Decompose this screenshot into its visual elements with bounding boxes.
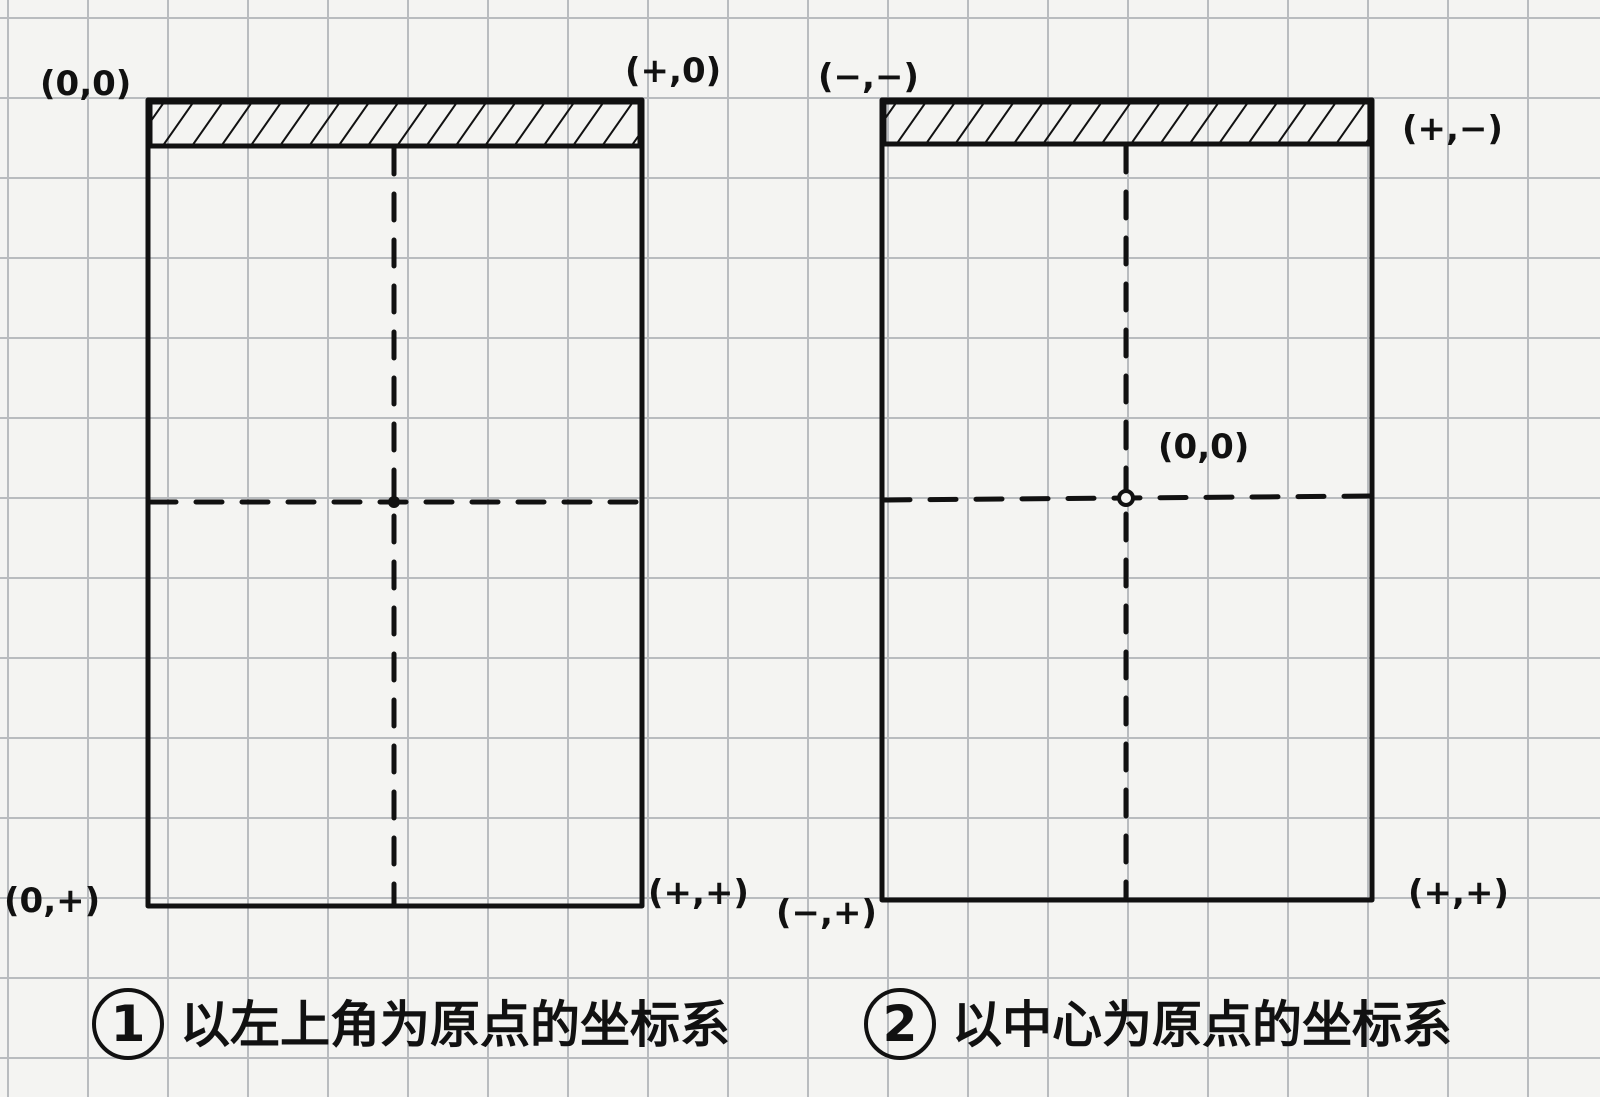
caption-1: 1 以左上角为原点的坐标系 <box>92 988 730 1060</box>
diagram-center-origin: (−,−) (+,−) (0,0) (−,+) (+,+) 2 以中心为原点的坐… <box>776 57 1509 1060</box>
label-origin-center: (0,0) <box>1158 427 1249 467</box>
label-bottom-right: (+,+) <box>648 873 749 913</box>
status-bar-hatch <box>147 99 643 149</box>
caption-number: 1 <box>111 995 146 1053</box>
caption-2: 2 以中心为原点的坐标系 <box>864 988 1452 1060</box>
caption-text: 以左上角为原点的坐标系 <box>180 996 730 1054</box>
caption-number: 2 <box>883 995 918 1053</box>
diagram-top-left-origin: (0,0) (+,0) (0,+) (+,+) 1 以左上角为原点的坐标系 <box>4 51 749 1060</box>
caption-number-circle <box>92 988 164 1060</box>
caption-text: 以中心为原点的坐标系 <box>952 996 1452 1054</box>
label-top-right: (+,0) <box>625 51 721 91</box>
label-bottom-left: (0,+) <box>4 881 100 921</box>
caption-number-circle <box>864 988 936 1060</box>
label-top-left: (−,−) <box>818 57 919 97</box>
label-origin-top-left: (0,0) <box>40 64 131 104</box>
label-bottom-right: (+,+) <box>1408 873 1509 913</box>
label-top-right: (+,−) <box>1402 109 1503 149</box>
center-point <box>388 496 400 508</box>
label-bottom-left: (−,+) <box>776 893 877 933</box>
origin-point <box>1117 489 1135 507</box>
status-bar-hatch <box>881 99 1373 147</box>
